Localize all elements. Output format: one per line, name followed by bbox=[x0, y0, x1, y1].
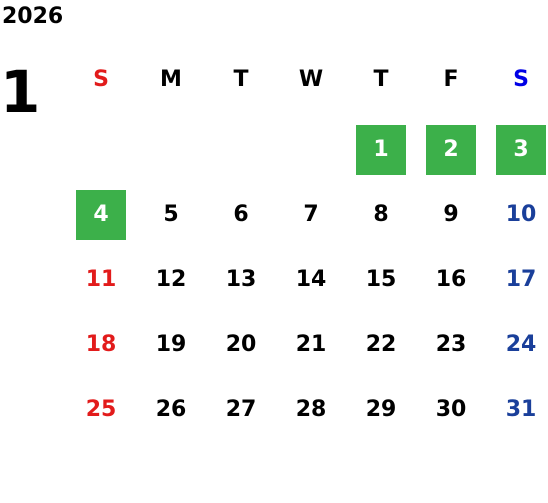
day-cell-12[interactable]: 12 bbox=[155, 267, 187, 292]
day-cell-27[interactable]: 27 bbox=[225, 397, 257, 422]
day-cell-22[interactable]: 22 bbox=[365, 332, 397, 357]
weekday-tue: T bbox=[233, 67, 249, 92]
day-cell-6[interactable]: 6 bbox=[233, 202, 249, 227]
month-number: 1 bbox=[0, 58, 41, 126]
day-cell-31[interactable]: 31 bbox=[505, 397, 537, 422]
day-cell-14[interactable]: 14 bbox=[295, 267, 327, 292]
day-cell-21[interactable]: 21 bbox=[295, 332, 327, 357]
day-cell-7[interactable]: 7 bbox=[303, 202, 319, 227]
day-cell-17[interactable]: 17 bbox=[505, 267, 537, 292]
weekday-sun: S bbox=[93, 67, 109, 92]
day-cell-11[interactable]: 11 bbox=[85, 267, 117, 292]
day-cell-1[interactable]: 1 bbox=[356, 125, 406, 175]
weekday-mon: M bbox=[160, 67, 182, 92]
day-cell-25[interactable]: 25 bbox=[85, 397, 117, 422]
day-cell-13[interactable]: 13 bbox=[225, 267, 257, 292]
weekday-thu: T bbox=[373, 67, 389, 92]
day-cell-19[interactable]: 19 bbox=[155, 332, 187, 357]
day-cell-18[interactable]: 18 bbox=[85, 332, 117, 357]
day-cell-10[interactable]: 10 bbox=[505, 202, 537, 227]
weekday-sat: S bbox=[513, 67, 529, 92]
weekday-wed: W bbox=[298, 67, 324, 92]
day-cell-28[interactable]: 28 bbox=[295, 397, 327, 422]
day-cell-29[interactable]: 29 bbox=[365, 397, 397, 422]
day-cell-30[interactable]: 30 bbox=[435, 397, 467, 422]
day-cell-3[interactable]: 3 bbox=[496, 125, 546, 175]
day-cell-24[interactable]: 24 bbox=[505, 332, 537, 357]
day-cell-8[interactable]: 8 bbox=[373, 202, 389, 227]
day-cell-2[interactable]: 2 bbox=[426, 125, 476, 175]
day-cell-9[interactable]: 9 bbox=[443, 202, 459, 227]
day-cell-5[interactable]: 5 bbox=[163, 202, 179, 227]
day-cell-4[interactable]: 4 bbox=[76, 190, 126, 240]
weekday-fri: F bbox=[443, 67, 459, 92]
day-cell-23[interactable]: 23 bbox=[435, 332, 467, 357]
day-cell-16[interactable]: 16 bbox=[435, 267, 467, 292]
day-cell-20[interactable]: 20 bbox=[225, 332, 257, 357]
year-label: 2026 bbox=[2, 4, 64, 29]
day-cell-15[interactable]: 15 bbox=[365, 267, 397, 292]
day-cell-26[interactable]: 26 bbox=[155, 397, 187, 422]
